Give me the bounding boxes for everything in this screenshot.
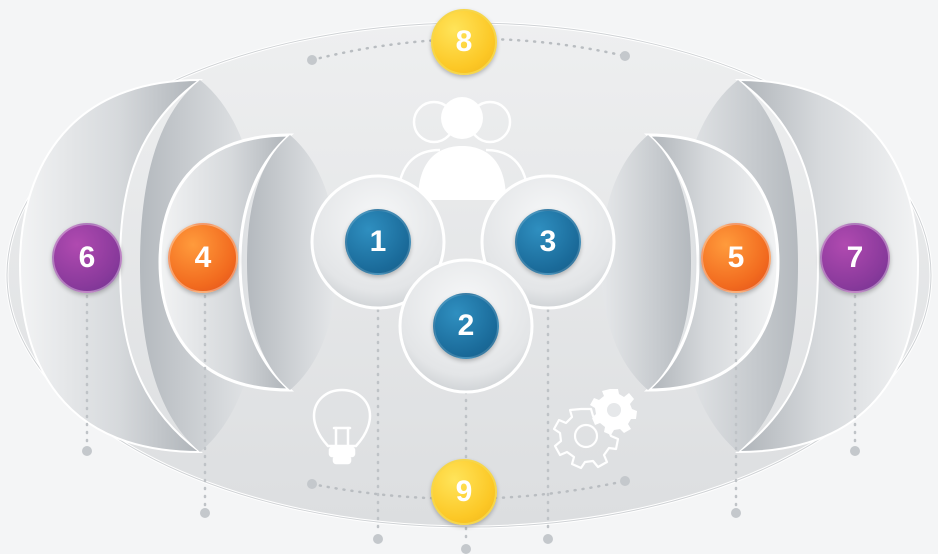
people-group-icon [396, 97, 530, 201]
step-6-badge[interactable]: 6 [52, 223, 122, 293]
step-5-badge[interactable]: 5 [701, 223, 771, 293]
step-8-badge[interactable]: 8 [431, 9, 497, 75]
step-1-badge[interactable]: 1 [345, 209, 411, 275]
lightbulb-icon [312, 388, 372, 465]
step-3-badge[interactable]: 3 [515, 209, 581, 275]
gears-icon [552, 389, 637, 470]
step-7-badge[interactable]: 7 [820, 223, 890, 293]
step-4-badge[interactable]: 4 [168, 223, 238, 293]
step-9-badge[interactable]: 9 [431, 459, 497, 525]
step-2-badge[interactable]: 2 [433, 293, 499, 359]
